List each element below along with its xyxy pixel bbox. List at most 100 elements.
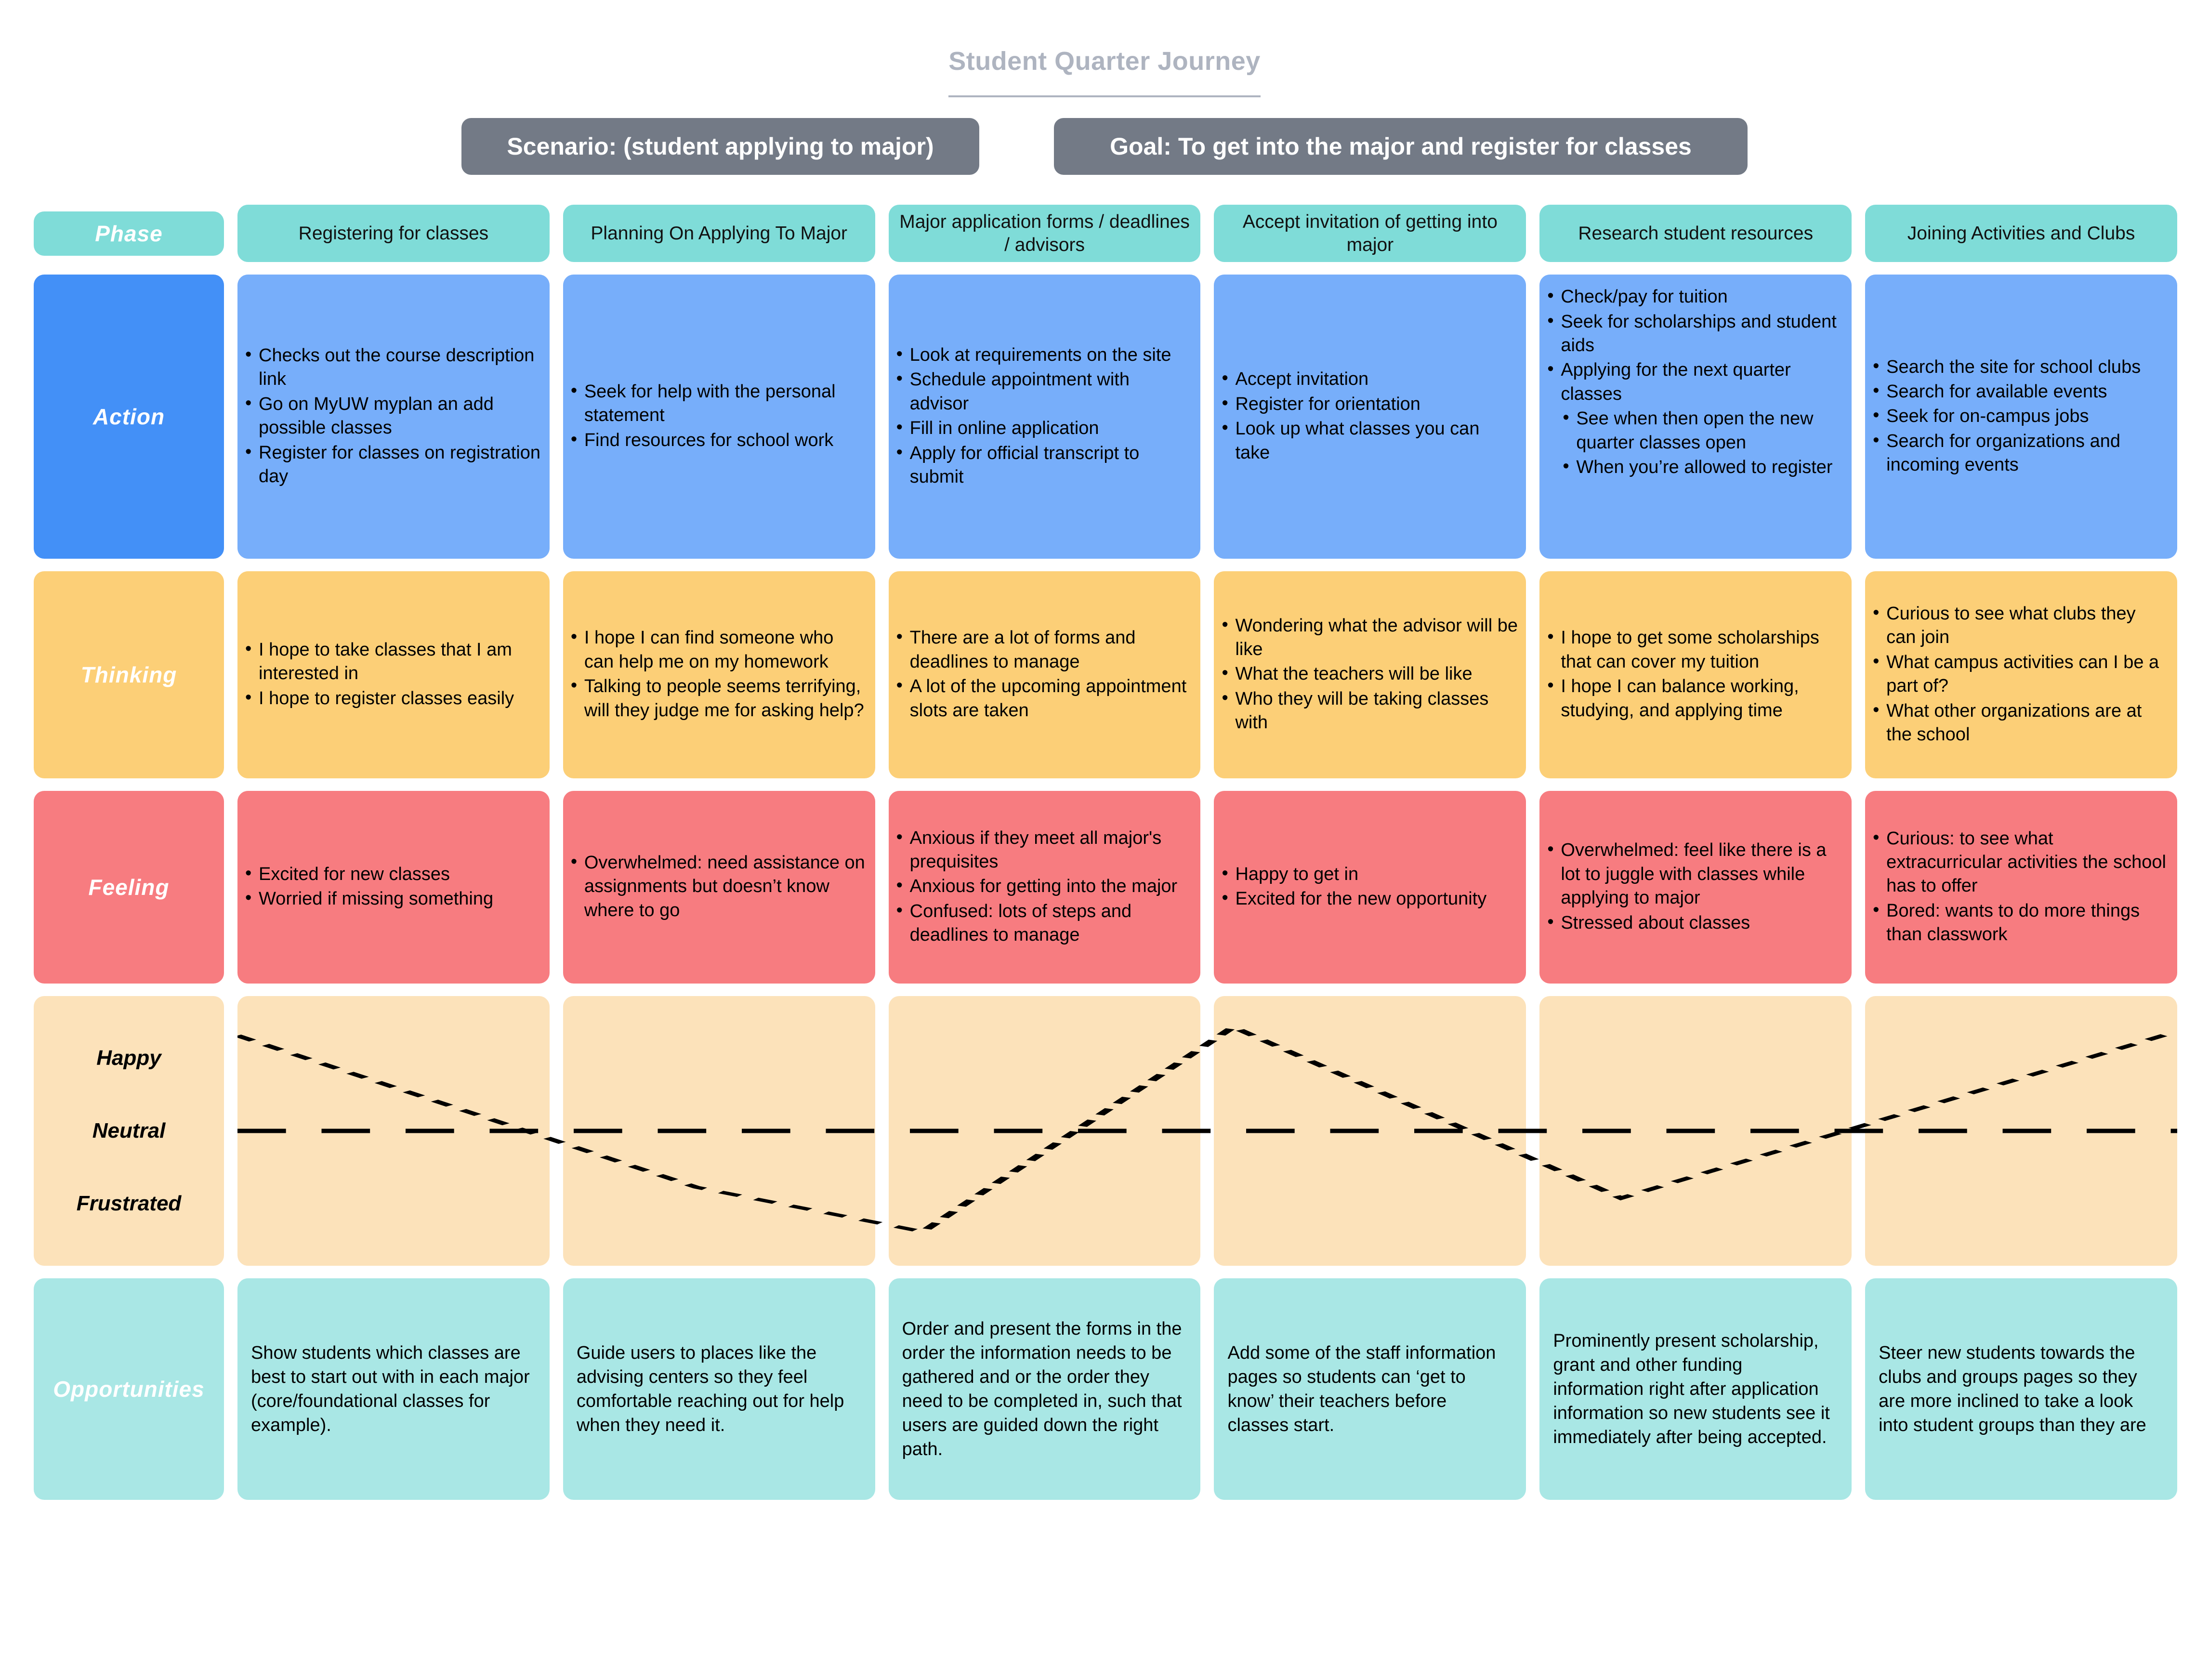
thinking-list-4: Wondering what the advisor will be like …	[1219, 613, 1518, 736]
list-item: Overwhelmed: need assistance on assignme…	[568, 850, 868, 922]
thinking-list-5: I hope to get some scholarships that can…	[1544, 625, 1844, 723]
action-list-2: Seek for help with the personal statemen…	[568, 379, 868, 453]
list-item: Anxious for getting into the major	[894, 874, 1193, 898]
list-item: Excited for new classes	[242, 862, 542, 886]
emotion-curve-svg	[237, 1024, 2177, 1234]
list-item: Seek for help with the personal statemen…	[568, 379, 868, 428]
banner-row: Scenario: (student applying to major) Go…	[0, 118, 2209, 175]
feeling-list-2: Overwhelmed: need assistance on assignme…	[568, 850, 868, 923]
journey-grid: Phase Registering for classes Planning O…	[34, 205, 2177, 1500]
list-item: Seek for on-campus jobs	[1870, 404, 2170, 428]
list-item: Schedule appointment with advisor	[894, 367, 1193, 416]
list-item: A lot of the upcoming appointment slots …	[894, 674, 1193, 722]
thinking-cell-2: I hope I can find someone who can help m…	[563, 571, 875, 779]
title-block: Student Quarter Journey	[0, 46, 2209, 97]
opportunity-text: Add some of the staff information pages …	[1227, 1342, 1496, 1436]
opportunity-text: Show students which classes are best to …	[251, 1342, 530, 1436]
phase-header-3: Major application forms / deadlines / ad…	[888, 205, 1201, 262]
feeling-list-4: Happy to get in Excited for the new oppo…	[1219, 862, 1518, 912]
axis-tick-frustrated: Frustrated	[76, 1191, 182, 1215]
action-list-3: Look at requirements on the site Schedul…	[894, 342, 1193, 490]
axis-tick-happy: Happy	[96, 1046, 161, 1070]
feeling-cell-6: Curious: to see what extracurricular act…	[1865, 791, 2177, 984]
list-item: Register for classes on registration day	[242, 440, 542, 489]
action-list-6: Search the site for school clubs Search …	[1870, 354, 2170, 478]
list-item: Find resources for school work	[568, 428, 868, 452]
list-item: Anxious if they meet all major's prequis…	[894, 826, 1193, 874]
thinking-cell-5: I hope to get some scholarships that can…	[1539, 571, 1852, 779]
emotion-curve	[237, 1024, 2177, 1234]
feeling-cell-3: Anxious if they meet all major's prequis…	[888, 791, 1201, 984]
opportunity-cell-4: Add some of the staff information pages …	[1214, 1278, 1526, 1500]
list-item: Talking to people seems terrifying, will…	[568, 674, 868, 722]
list-item: Worried if missing something	[242, 886, 542, 911]
emotion-axis-labels: Happy Neutral Frustrated	[34, 996, 224, 1266]
phase-header-2: Planning On Applying To Major	[563, 205, 875, 262]
list-item: I hope I can find someone who can help m…	[568, 625, 868, 674]
list-item: I hope to get some scholarships that can…	[1544, 625, 1844, 674]
action-cell-5: Check/pay for tuition Seek for scholarsh…	[1539, 275, 1852, 559]
list-item: What campus activities can I be a part o…	[1870, 650, 2170, 698]
feeling-cell-4: Happy to get in Excited for the new oppo…	[1214, 791, 1526, 984]
action-list-1: Checks out the course description link G…	[242, 343, 542, 489]
opportunity-text: Prominently present scholarship, grant a…	[1553, 1330, 1830, 1448]
phase-header-1: Registering for classes	[237, 205, 550, 262]
scenario-banner: Scenario: (student applying to major)	[461, 118, 979, 175]
opportunity-cell-5: Prominently present scholarship, grant a…	[1539, 1278, 1852, 1500]
list-item: Excited for the new opportunity	[1219, 886, 1518, 911]
list-item: Fill in online application	[894, 416, 1193, 440]
phase-header-6: Joining Activities and Clubs	[1865, 205, 2177, 262]
list-item: Confused: lots of steps and deadlines to…	[894, 899, 1193, 947]
list-item: Search for organizations and incoming ev…	[1870, 429, 2170, 477]
row-label-action: Action	[34, 275, 224, 559]
list-item: Curious to see what clubs they can join	[1870, 601, 2170, 650]
list-item: Search for available events	[1870, 379, 2170, 404]
action-cell-1: Checks out the course description link G…	[237, 275, 550, 559]
list-item: Who they will be taking classes with	[1219, 686, 1518, 735]
list-item: Wondering what the advisor will be like	[1219, 613, 1518, 662]
list-item: I hope to take classes that I am interes…	[242, 637, 542, 686]
list-item: Go on MyUW myplan an add possible classe…	[242, 392, 542, 440]
action-list-4: Accept invitation Register for orientati…	[1219, 367, 1518, 466]
list-item: Check/pay for tuition	[1544, 284, 1844, 309]
list-item: Applying for the next quarter classes	[1544, 357, 1844, 406]
list-item: Register for orientation	[1219, 392, 1518, 416]
list-item: What other organizations are at the scho…	[1870, 698, 2170, 747]
opportunity-cell-3: Order and present the forms in the order…	[888, 1278, 1201, 1500]
list-item: When you’re allowed to register	[1544, 455, 1844, 479]
list-item: I hope I can balance working, studying, …	[1544, 674, 1844, 722]
goal-banner: Goal: To get into the major and register…	[1054, 118, 1748, 175]
thinking-cell-6: Curious to see what clubs they can join …	[1865, 571, 2177, 779]
thinking-list-2: I hope I can find someone who can help m…	[568, 625, 868, 723]
opportunity-cell-6: Steer new students towards the clubs and…	[1865, 1278, 2177, 1500]
row-label-opportunities: Opportunities	[34, 1278, 224, 1500]
opportunity-text: Order and present the forms in the order…	[902, 1318, 1182, 1460]
action-cell-4: Accept invitation Register for orientati…	[1214, 275, 1526, 559]
list-item: What the teachers will be like	[1219, 661, 1518, 686]
feeling-cell-5: Overwhelmed: feel like there is a lot to…	[1539, 791, 1852, 984]
feeling-list-3: Anxious if they meet all major's prequis…	[894, 826, 1193, 948]
list-item: Accept invitation	[1219, 367, 1518, 391]
list-item: Curious: to see what extracurricular act…	[1870, 826, 2170, 898]
feeling-list-1: Excited for new classes Worried if missi…	[242, 862, 542, 912]
thinking-cell-4: Wondering what the advisor will be like …	[1214, 571, 1526, 779]
emotion-line-chart	[237, 996, 2177, 1266]
axis-tick-neutral: Neutral	[92, 1119, 166, 1143]
phase-header-5: Research student resources	[1539, 205, 1852, 262]
list-item: Search the site for school clubs	[1870, 354, 2170, 379]
thinking-cell-1: I hope to take classes that I am interes…	[237, 571, 550, 779]
action-cell-2: Seek for help with the personal statemen…	[563, 275, 875, 559]
list-item: Checks out the course description link	[242, 343, 542, 392]
action-cell-6: Search the site for school clubs Search …	[1865, 275, 2177, 559]
thinking-list-6: Curious to see what clubs they can join …	[1870, 601, 2170, 748]
thinking-list-3: There are a lot of forms and deadlines t…	[894, 625, 1193, 723]
list-item: There are a lot of forms and deadlines t…	[894, 625, 1193, 674]
list-item: Overwhelmed: feel like there is a lot to…	[1544, 838, 1844, 910]
list-item: Look up what classes you can take	[1219, 416, 1518, 465]
row-label-phase: Phase	[34, 211, 224, 256]
list-item: I hope to register classes easily	[242, 686, 542, 710]
row-label-thinking: Thinking	[34, 571, 224, 779]
row-label-feeling: Feeling	[34, 791, 224, 984]
opportunity-text: Guide users to places like the advising …	[576, 1342, 844, 1436]
